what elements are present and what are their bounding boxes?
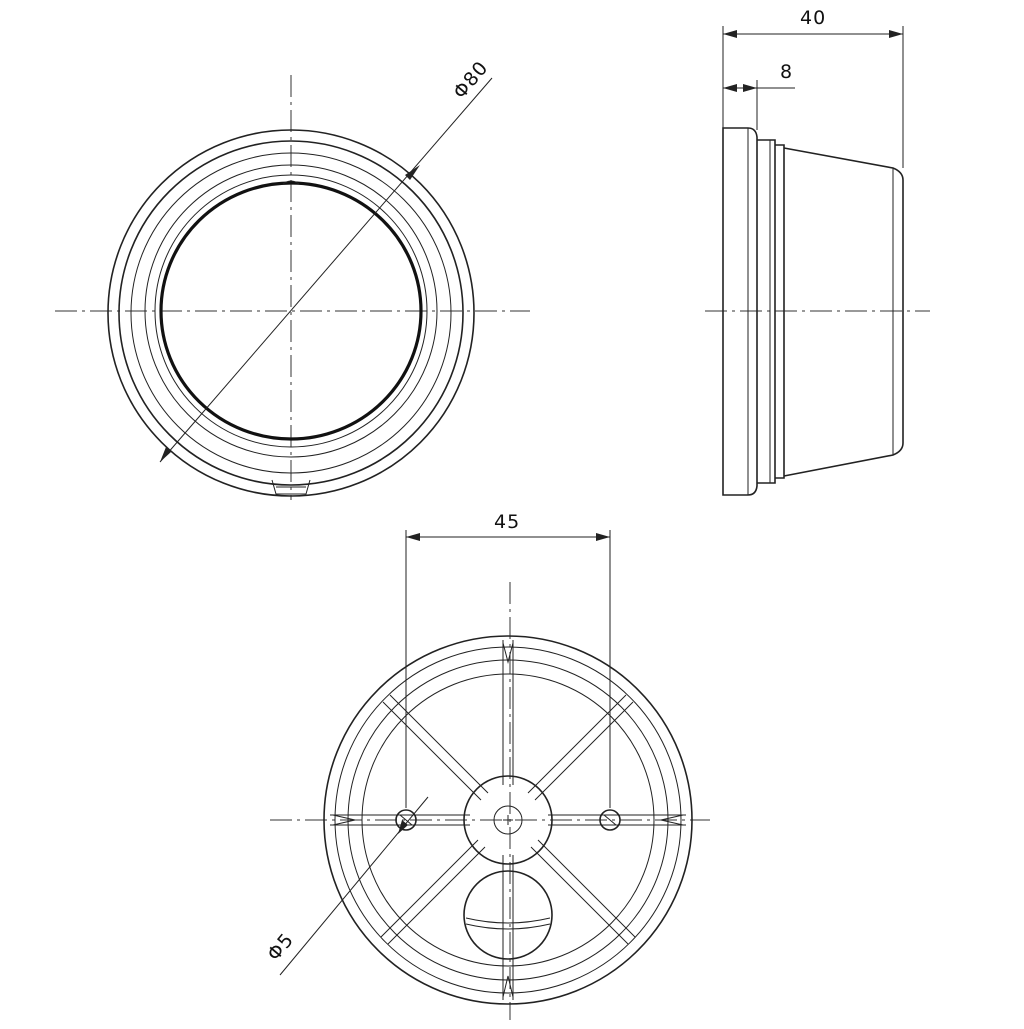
dim-diameter-80: Φ80 xyxy=(449,57,493,103)
rear-view xyxy=(270,530,710,1020)
dim-flange-8: 8 xyxy=(780,61,793,83)
dim-hole-spacing-45: 45 xyxy=(494,511,520,533)
side-view xyxy=(705,26,930,496)
spokes xyxy=(330,640,686,1000)
front-view xyxy=(55,75,530,500)
dim-length-40: 40 xyxy=(800,7,826,29)
